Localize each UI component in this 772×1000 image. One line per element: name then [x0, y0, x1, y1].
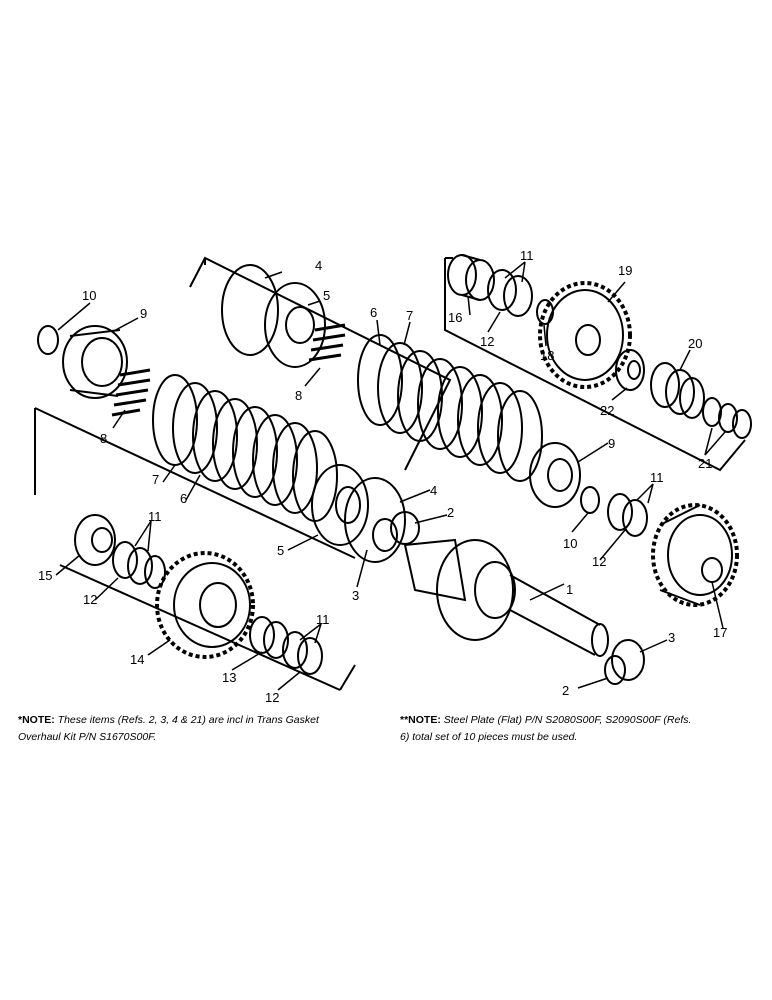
callout-2: 2: [447, 505, 454, 520]
callout-4: 4: [315, 258, 322, 273]
callout-labels: 4 5 6 7 11 19 10 9 16 12 18 20 8 8 22 21…: [38, 248, 727, 705]
note-left-line2: Overhaul Kit P/N S1670S00F.: [18, 731, 157, 743]
part-11-bearing-left: [112, 541, 166, 589]
callout-20: 20: [688, 336, 702, 351]
part-5-piston-left: [311, 464, 369, 546]
callout-6-left: 6: [180, 491, 187, 506]
callout-12-left: 12: [83, 592, 97, 607]
callout-7: 7: [406, 308, 413, 323]
callout-16: 16: [448, 310, 462, 325]
part-9-hub-center: [529, 442, 581, 508]
callout-7-left: 7: [152, 472, 159, 487]
part-2-ring-bottom: [604, 655, 626, 685]
part-3-seal: [372, 518, 398, 552]
note-right-prefix: **NOTE:: [400, 714, 441, 726]
callout-17: 17: [713, 625, 727, 640]
part-10-snap-ring-center: [580, 486, 600, 514]
group-outline-center: [189, 256, 452, 471]
callout-11-left: 11: [148, 509, 162, 524]
part-19-gear: [538, 281, 632, 389]
group-outline-right: [444, 257, 746, 472]
part-4-seal-ring: [344, 477, 406, 563]
note-right-line1: Steel Plate (Flat) P/N S2080S00F, S2090S…: [440, 714, 692, 726]
callout-9: 9: [140, 306, 147, 321]
callout-14: 14: [130, 652, 144, 667]
clutch-pack-center: [357, 334, 543, 482]
note-right: **NOTE: Steel Plate (Flat) P/N S2080S00F…: [400, 712, 765, 746]
callout-15: 15: [38, 568, 52, 583]
callout-18: 18: [540, 348, 554, 363]
part-4-ring-top: [221, 264, 279, 356]
callout-3: 3: [352, 588, 359, 603]
callout-12-center: 12: [592, 554, 606, 569]
part-20-spring: [650, 362, 705, 419]
leader-lines: [55, 261, 726, 691]
callout-5: 5: [323, 288, 330, 303]
part-11-bearing-bottom: [282, 631, 323, 675]
callout-19: 19: [618, 263, 632, 278]
callout-5-lower: 5: [277, 543, 284, 558]
part-8-springs-left: [111, 368, 151, 417]
callout-4-lower: 4: [430, 483, 437, 498]
callout-10: 10: [82, 288, 96, 303]
part-9-hub: [62, 325, 128, 399]
part-11-bearing-top: [487, 269, 533, 317]
part-13-bearing: [249, 616, 289, 659]
note-left-line1: These items (Refs. 2, 3, 4 & 21) are inc…: [54, 714, 319, 726]
part-16-bearing: [447, 254, 495, 301]
part-11-bearing-center: [607, 493, 648, 537]
callout-21: 21: [698, 456, 712, 471]
callout-6: 6: [370, 305, 377, 320]
part-10-snap-ring: [37, 325, 59, 355]
part-5-piston-center: [264, 282, 326, 368]
callout-11-center: 11: [650, 470, 664, 485]
part-14-gear: [155, 551, 255, 659]
callout-3-bottom: 3: [668, 630, 675, 645]
callout-2-bottom: 2: [562, 683, 569, 698]
part-3-seal-bottom: [611, 639, 645, 681]
callout-10-center: 10: [563, 536, 577, 551]
part-17-gear-housing: [651, 503, 739, 607]
callout-13: 13: [222, 670, 236, 685]
callout-22: 22: [600, 403, 614, 418]
callout-11: 11: [520, 248, 534, 263]
callout-9-center: 9: [608, 436, 615, 451]
callout-11-bottom: 11: [316, 612, 330, 627]
part-15-bearing: [74, 514, 116, 566]
callout-12-bottom: 12: [265, 690, 279, 705]
note-left-prefix: *NOTE:: [18, 714, 55, 726]
callout-1: 1: [566, 582, 573, 597]
part-21-seals: [702, 397, 752, 439]
part-8-springs-center: [308, 323, 346, 362]
part-1-shaft: [403, 538, 609, 657]
note-left: *NOTE: These items (Refs. 2, 3, 4 & 21) …: [18, 712, 378, 746]
callout-8-left: 8: [100, 431, 107, 446]
part-22-bearing: [615, 349, 645, 391]
group-outline-bottom: [59, 564, 356, 691]
callout-8-center: 8: [295, 388, 302, 403]
callout-12: 12: [480, 334, 494, 349]
note-right-line2: 6) total set of 10 pieces must be used.: [400, 731, 578, 743]
